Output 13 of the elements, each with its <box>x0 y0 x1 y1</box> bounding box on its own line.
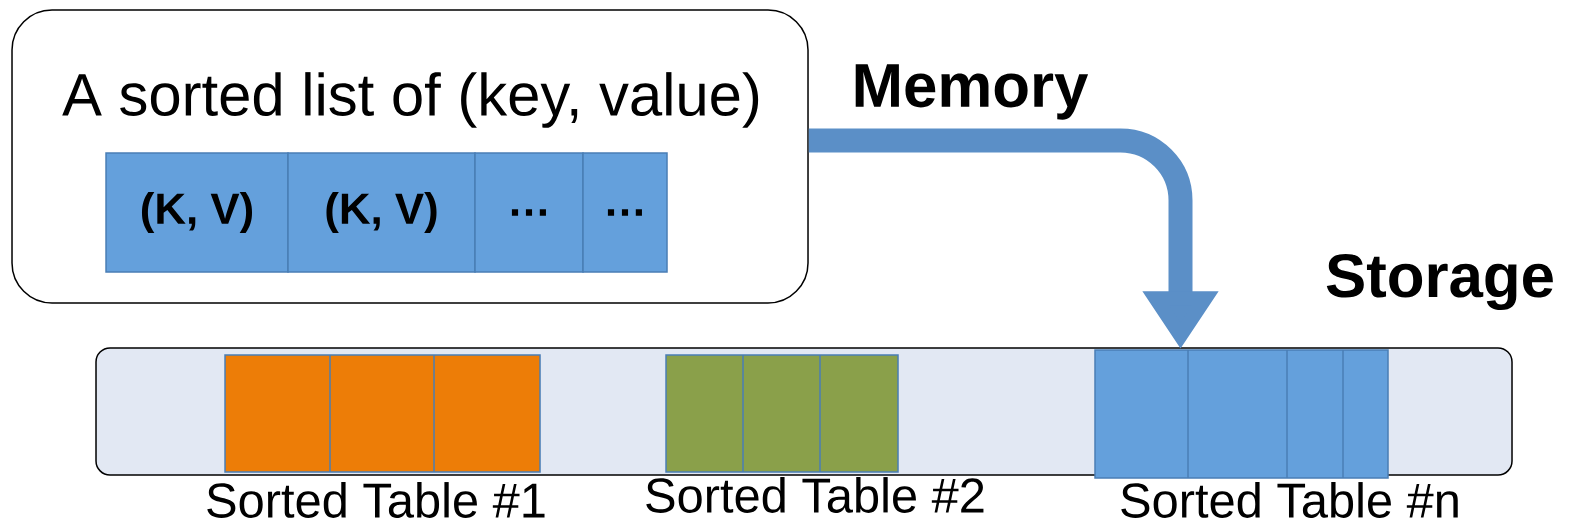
sorted-table <box>224 354 541 473</box>
table-caption: Sorted Table #1 <box>207 482 545 518</box>
sorted-table <box>1094 349 1389 479</box>
list-cell: (K, V) <box>287 152 476 273</box>
table-caption: Sorted Table #n <box>1121 482 1458 518</box>
section-label: Storage <box>1326 253 1553 311</box>
list-cell: … <box>474 152 584 273</box>
sorted-table <box>665 354 899 473</box>
box-heading: A sorted list of (key, value) <box>62 72 759 128</box>
section-label: Memory <box>855 64 1089 120</box>
table-caption: Sorted Table #2 <box>646 477 984 513</box>
list-cell: … <box>582 152 668 273</box>
list-cell: (K, V) <box>105 152 289 273</box>
